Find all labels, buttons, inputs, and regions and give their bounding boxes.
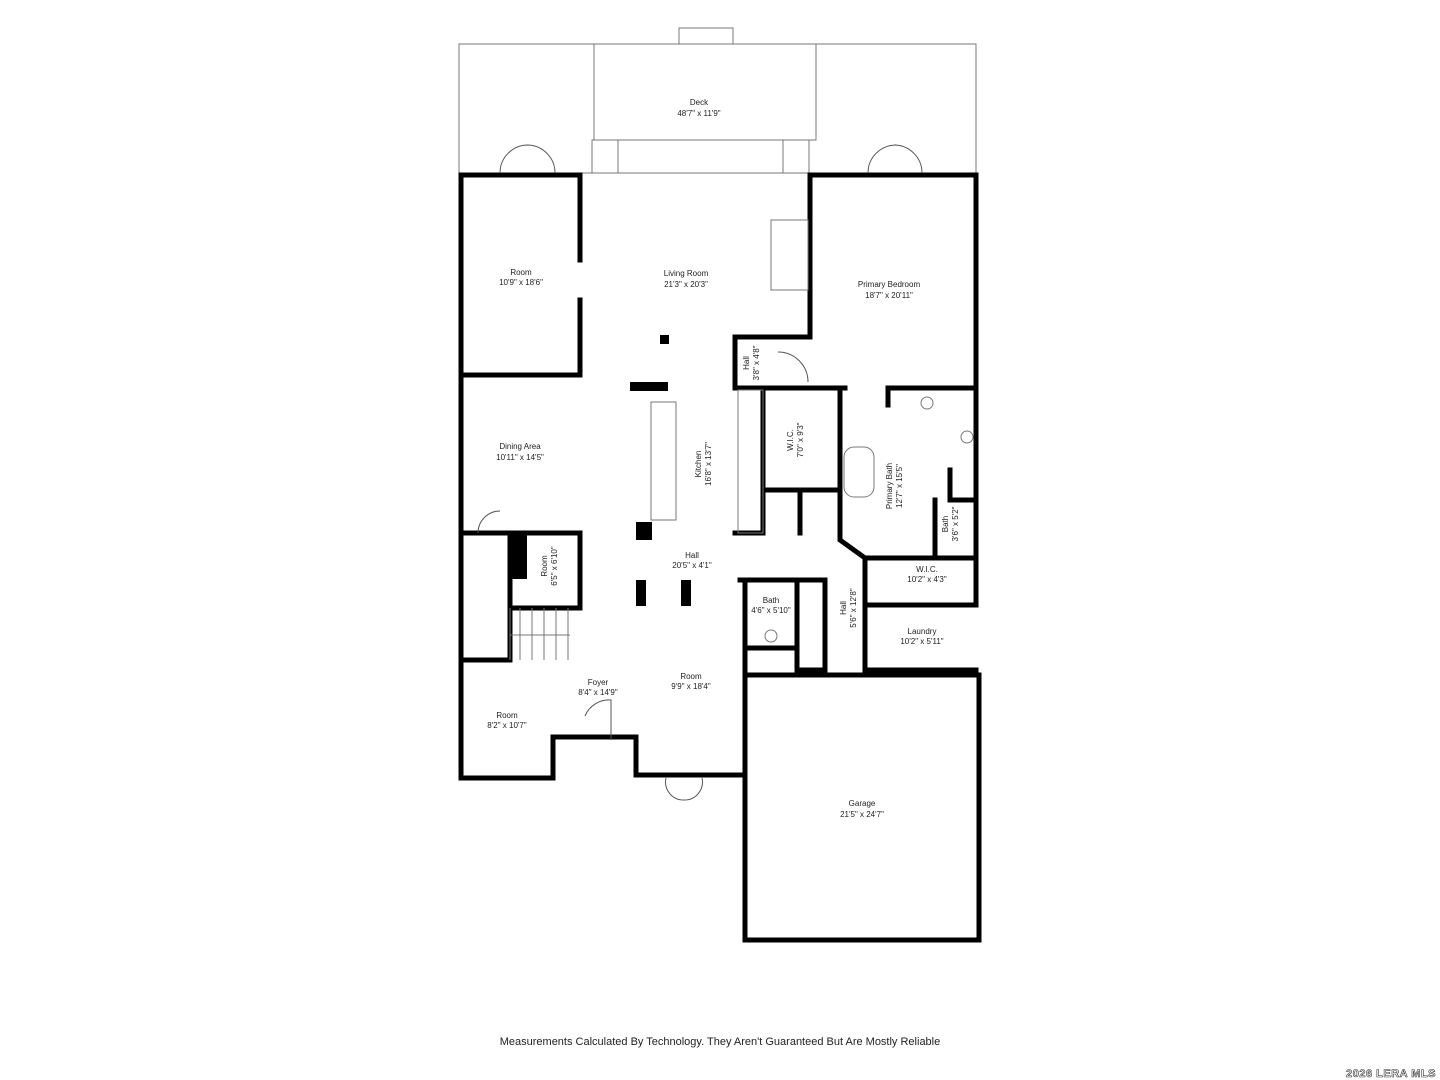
svg-text:9'9" x 18'4": 9'9" x 18'4" [671,682,711,691]
disclaimer-text: Measurements Calculated By Technology. T… [499,1036,941,1048]
svg-text:12'7" x 15'5": 12'7" x 15'5" [895,464,904,508]
svg-text:Garage: Garage [849,799,876,808]
svg-text:Room: Room [540,555,549,577]
svg-text:Bath: Bath [941,516,950,532]
svg-text:3'6" x 5'2": 3'6" x 5'2" [951,506,960,541]
svg-text:10'9" x 18'6": 10'9" x 18'6" [499,278,543,287]
room-dining: Dining Area 10'11" x 14'5" [496,442,544,462]
svg-text:6'5" x 6'10": 6'5" x 6'10" [550,546,559,586]
copyright-watermark: 2026 LERA MLS [1346,1068,1436,1080]
svg-text:Deck: Deck [690,98,709,107]
room-garage: Garage 21'5" x 24'7" [840,799,884,819]
svg-text:Bath: Bath [763,596,779,605]
svg-text:7'0" x 9'3": 7'0" x 9'3" [796,422,805,457]
svg-text:8'2" x 10'7": 8'2" x 10'7" [487,721,527,730]
svg-text:Kitchen: Kitchen [694,451,703,478]
svg-text:Room: Room [496,711,518,720]
svg-text:Laundry: Laundry [908,627,937,636]
svg-text:W.I.C.: W.I.C. [786,429,795,451]
svg-text:Dining Area: Dining Area [499,442,541,451]
svg-text:18'7" x 20'11": 18'7" x 20'11" [865,291,913,300]
svg-text:10'2" x 5'11": 10'2" x 5'11" [900,637,943,646]
svg-text:W.I.C.: W.I.C. [916,565,938,574]
svg-text:Living Room: Living Room [664,269,709,278]
svg-text:Room: Room [510,268,532,277]
svg-text:Hall: Hall [742,356,751,370]
fixtures [477,144,974,801]
room-wic: W.I.C.7'0" x 9'3" [786,422,805,457]
svg-text:8'4" x 14'9": 8'4" x 14'9" [578,688,618,697]
svg-text:21'3" x 20'3": 21'3" x 20'3" [664,280,708,289]
svg-text:20'5" x 4'1": 20'5" x 4'1" [672,561,712,570]
svg-text:10'11" x 14'5": 10'11" x 14'5" [496,453,544,462]
svg-text:21'5" x 24'7": 21'5" x 24'7" [840,810,884,819]
svg-text:3'8" x 4'8": 3'8" x 4'8" [752,345,761,380]
svg-text:Room: Room [680,672,702,681]
svg-text:Hall: Hall [685,551,699,560]
svg-text:Foyer: Foyer [588,678,609,687]
svg-text:Primary Bedroom: Primary Bedroom [858,280,921,289]
room-primary-bedroom: Primary Bedroom 18'7" x 20'11" [858,280,921,300]
svg-text:Hall: Hall [839,601,848,615]
svg-text:Primary Bath: Primary Bath [885,463,894,509]
svg-text:5'6" x 12'8": 5'6" x 12'8" [849,588,858,628]
room-deck: Deck 48'7" x 11'9" [677,98,720,118]
room-wic-2: W.I.C.10'2" x 4'3" [907,565,947,584]
svg-text:16'8" x 13'7": 16'8" x 13'7" [704,442,713,486]
deck [458,27,977,174]
walls [458,172,982,943]
svg-text:4'6" x 5'10": 4'6" x 5'10" [751,606,791,615]
svg-text:48'7" x 11'9": 48'7" x 11'9" [677,109,720,118]
svg-text:10'2" x 4'3": 10'2" x 4'3" [907,575,947,584]
room-living: Living Room 21'3" x 20'3" [664,269,709,289]
